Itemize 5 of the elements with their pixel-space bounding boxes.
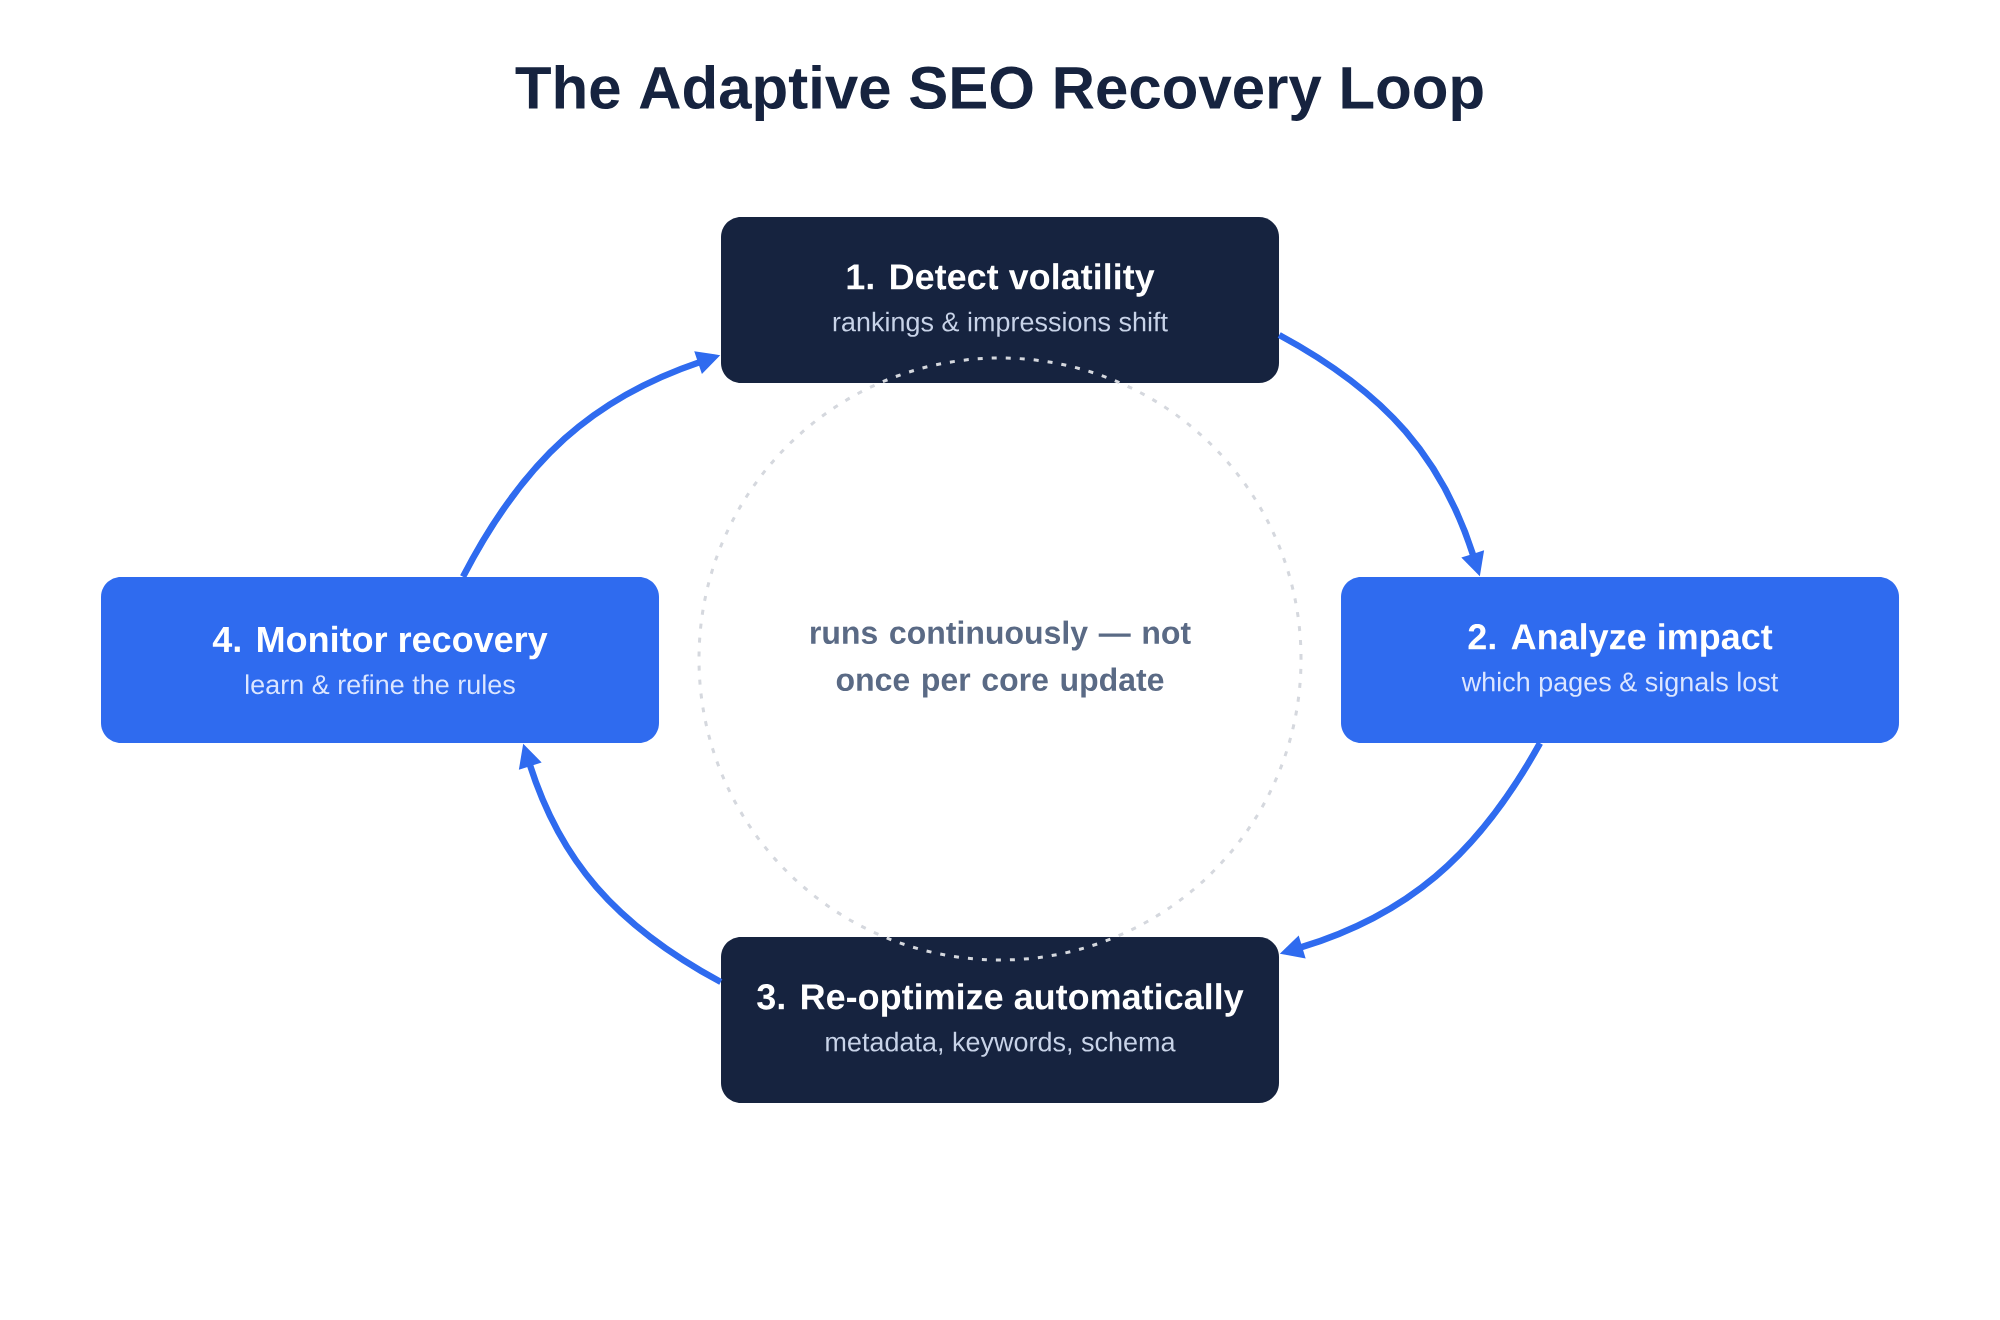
process-box: 4. Monitor recovery learn & refine the rules [101,577,659,743]
title: The Adaptive SEO Recovery Loop [515,65,1483,121]
process-box: 1. Detect volatility rankings & impressions shift [721,217,1279,383]
process-box: 2. Analyze impact which pages & signals lost [1341,577,1899,743]
process-box: 3. Re-optimize automatically metadata, keywords, schema [721,937,1279,1103]
